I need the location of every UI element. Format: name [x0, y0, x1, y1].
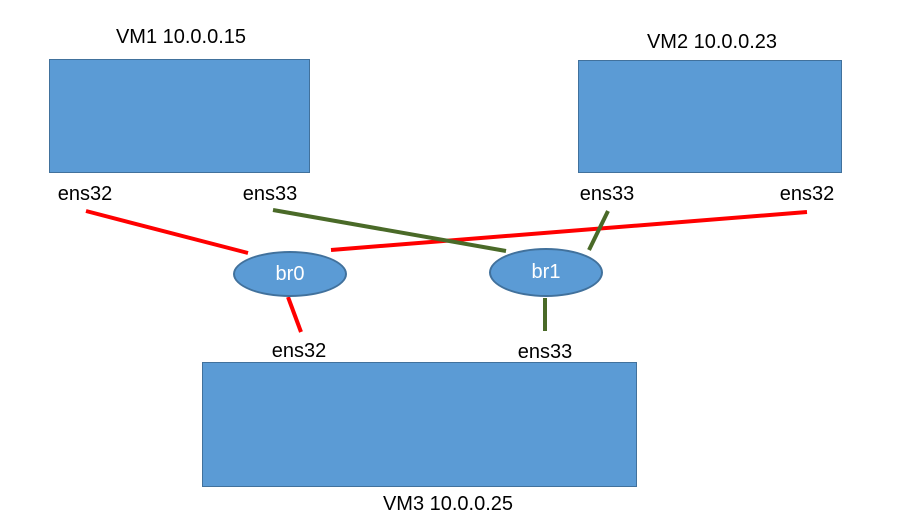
link-br0-vm3-ens32 — [286, 296, 303, 333]
vm2-title: VM2 10.0.0.23 — [646, 31, 778, 53]
vm2-node — [578, 60, 842, 173]
link-vm2-ens33-br1 — [587, 210, 610, 251]
vm2-interface-ens32-label: ens32 — [779, 183, 835, 205]
bridge-br1-node: br1 — [489, 248, 603, 297]
vm1-interface-ens33-label: ens33 — [242, 183, 298, 205]
vm1-title: VM1 10.0.0.15 — [115, 26, 247, 48]
vm3-interface-ens32-label: ens32 — [271, 340, 327, 362]
vm2-interface-ens33-label: ens33 — [579, 183, 635, 205]
vm1-node — [49, 59, 310, 173]
bridge-br1-label: br1 — [531, 261, 561, 283]
link-vm1-ens32-br0 — [85, 209, 249, 255]
vm3-interface-ens33-label: ens33 — [517, 341, 573, 363]
link-vm1-ens33-br1 — [272, 208, 507, 253]
vm1-interface-ens32-label: ens32 — [57, 183, 113, 205]
bridge-br0-node: br0 — [233, 251, 347, 297]
bridge-br0-label: br0 — [275, 262, 305, 285]
vm3-title: VM3 10.0.0.25 — [382, 493, 514, 515]
link-vm2-ens32-br0 — [330, 210, 808, 252]
vm3-node — [202, 362, 637, 487]
